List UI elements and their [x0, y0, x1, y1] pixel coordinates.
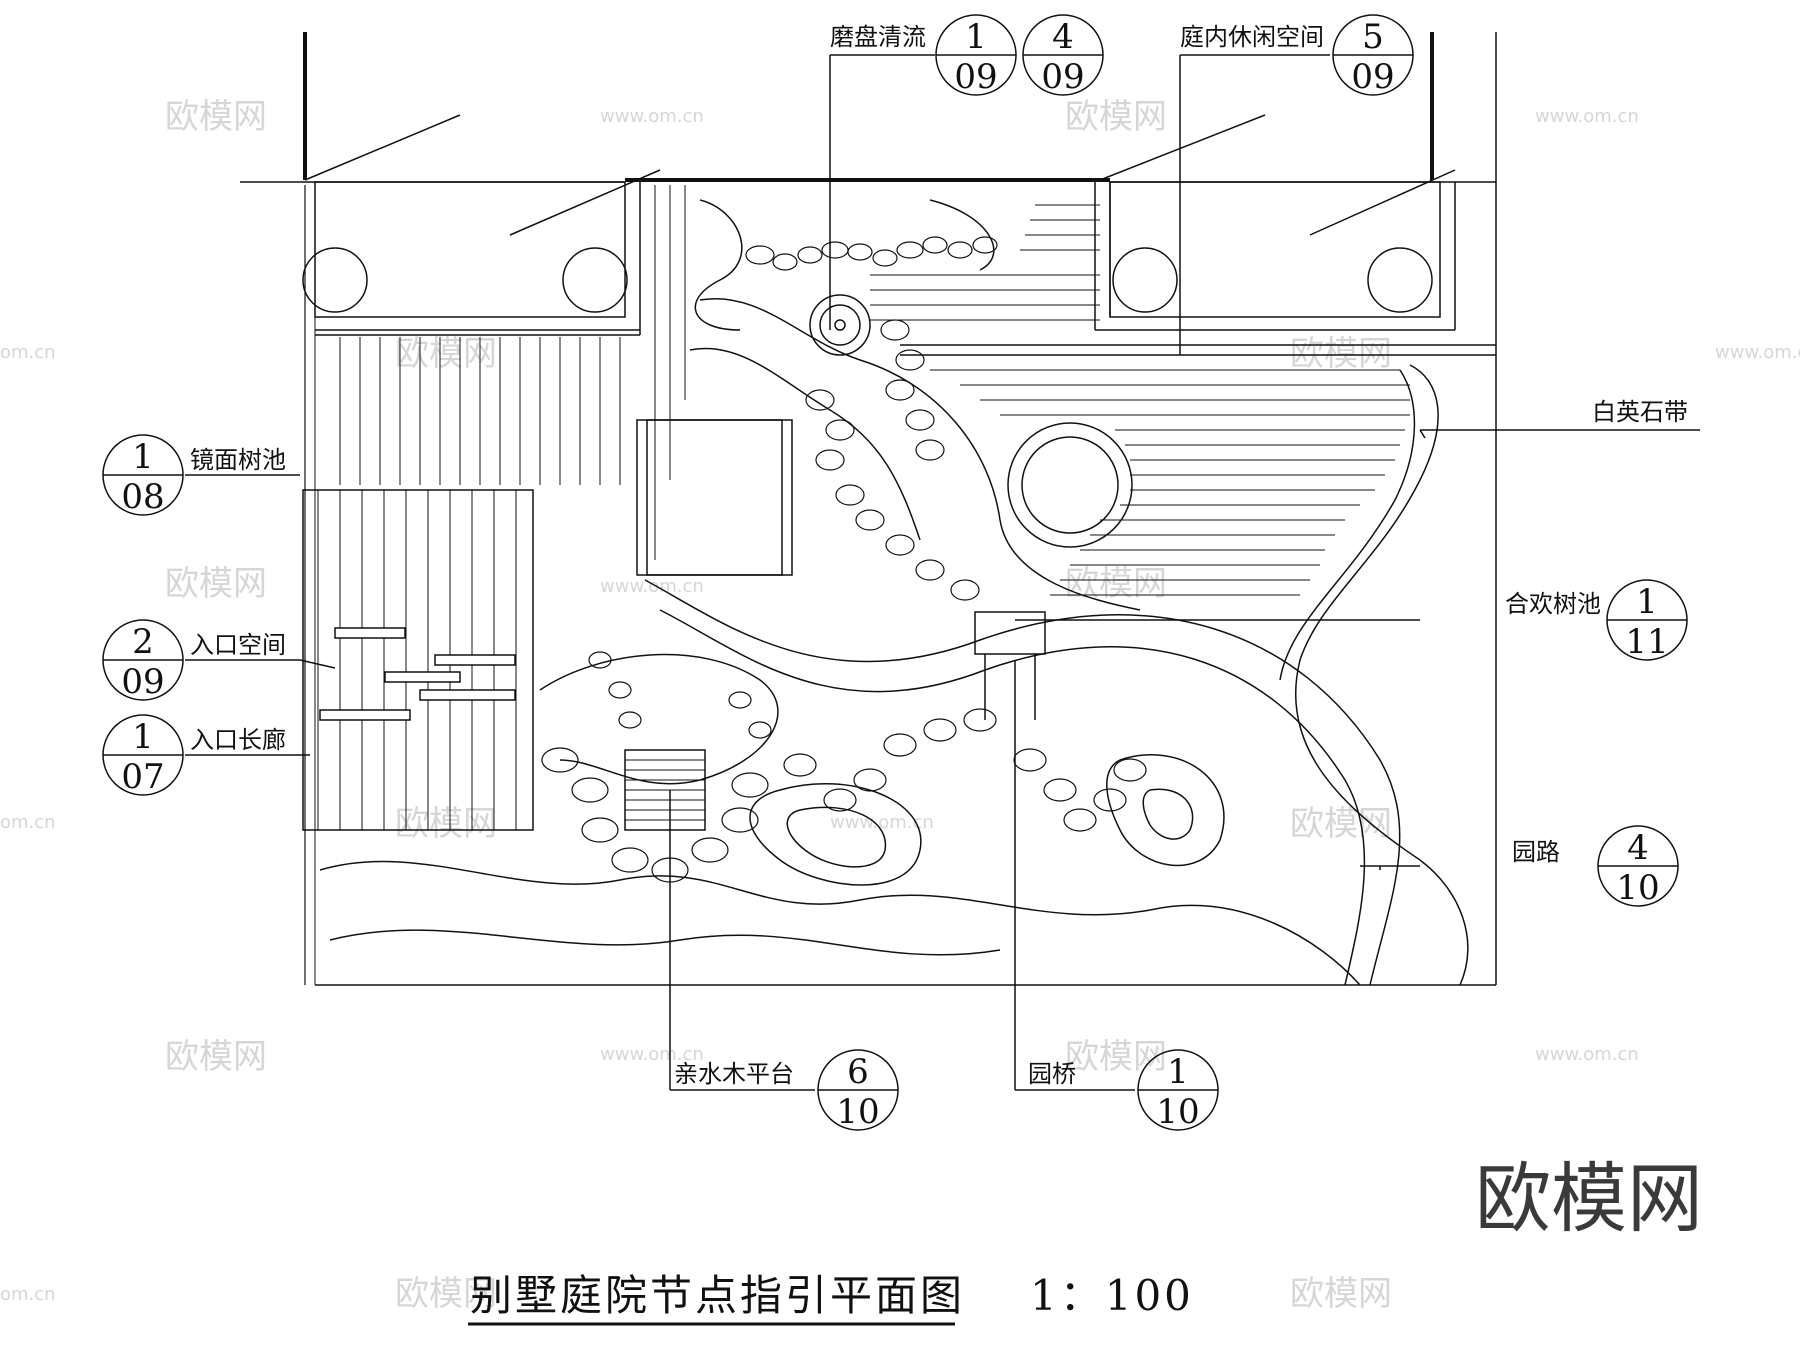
callout-label: 白英石带 — [1592, 398, 1688, 426]
callout-sheet: 09 — [954, 57, 997, 97]
watermark-logo-large: 欧模网 — [1475, 1154, 1703, 1243]
callout-garden-path: 园路 4 10 — [1512, 825, 1679, 908]
watermark-url: www.om.cn — [830, 812, 934, 833]
callout-number: 1 — [1636, 582, 1658, 622]
watermark-url: om.cn — [0, 342, 56, 363]
callout-sheet: 09 — [1351, 57, 1394, 97]
watermark-logo: 欧模网 — [165, 97, 267, 137]
callout-number: 1 — [132, 437, 154, 477]
callout-entrance-space: 2 09 入口空间 — [102, 619, 286, 702]
callout-number: 1 — [965, 17, 987, 57]
watermark-logo: 欧模网 — [395, 1274, 497, 1314]
callout-leisure-space: 庭内休闲空间 5 09 — [1180, 14, 1414, 97]
callout-label: 园桥 — [1028, 1060, 1076, 1088]
callout-number: 4 — [1052, 17, 1074, 57]
callout-entrance-corridor: 1 07 入口长廊 — [102, 714, 286, 797]
callout-waterside-deck: 亲水木平台 6 10 — [674, 1049, 899, 1132]
watermark-logo: 欧模网 — [1065, 1037, 1167, 1077]
callout-number: 6 — [847, 1052, 869, 1092]
watermark-layer: 欧模网 www.om.cn 欧模网 www.om.cn om.cn 欧模网 欧模… — [0, 97, 1800, 1314]
watermark-url: www.om.cn — [1535, 106, 1639, 127]
callout-sheet: 07 — [121, 757, 164, 797]
callout-mirror-tree-pool: 1 08 镜面树池 — [102, 434, 286, 517]
callout-label: 入口空间 — [190, 631, 286, 659]
watermark-logo: 欧模网 — [1065, 564, 1167, 604]
watermark-logo: 欧模网 — [395, 334, 497, 374]
watermark-logo: 欧模网 — [395, 804, 497, 844]
watermark-url: om.cn — [0, 812, 56, 833]
callout-sheet: 09 — [121, 662, 164, 702]
watermark-logo: 欧模网 — [1290, 804, 1392, 844]
callout-label: 庭内休闲空间 — [1180, 23, 1324, 51]
callout-sheet: 09 — [1041, 57, 1084, 97]
watermark-url: om.cn — [0, 1284, 56, 1305]
callout-label: 合欢树池 — [1505, 590, 1601, 618]
callout-white-stone-band: 白英石带 — [1592, 398, 1688, 426]
watermark-url: www.om.cn — [600, 1044, 704, 1065]
drawing-title: 别墅庭院节点指引平面图 — [470, 1271, 965, 1320]
leader-lines — [185, 54, 1700, 1091]
watermark-url: www.om.cn — [1535, 1044, 1639, 1065]
drawing-title-block: 别墅庭院节点指引平面图 1：100 — [468, 1271, 1194, 1326]
callout-sheet: 11 — [1625, 622, 1668, 662]
callout-number: 5 — [1362, 17, 1384, 57]
callout-label: 亲水木平台 — [674, 1060, 794, 1088]
watermark-logo: 欧模网 — [165, 1037, 267, 1077]
callout-sheet: 10 — [836, 1092, 879, 1132]
callout-label: 磨盘清流 — [830, 23, 926, 51]
callout-number: 1 — [1167, 1052, 1189, 1092]
watermark-url: www.om.cn — [600, 576, 704, 597]
watermark-logo: 欧模网 — [1290, 1274, 1392, 1314]
watermark-logo: 欧模网 — [1065, 97, 1167, 137]
callout-sheet: 10 — [1616, 868, 1659, 908]
watermark-url: www.om.cn — [600, 106, 704, 127]
callout-garden-bridge: 园桥 1 10 — [1028, 1049, 1219, 1132]
callout-label: 园路 — [1512, 838, 1560, 866]
callout-label: 镜面树池 — [190, 446, 286, 474]
site-outline — [240, 32, 1497, 986]
callout-number: 1 — [132, 717, 154, 757]
callout-acacia-tree-pool: 合欢树池 1 11 — [1505, 579, 1688, 662]
callout-number: 2 — [132, 622, 154, 662]
callout-sheet: 08 — [121, 477, 164, 517]
callout-sheet: 10 — [1156, 1092, 1199, 1132]
callout-label: 入口长廊 — [190, 726, 286, 754]
callout-4-09: 4 09 — [1022, 14, 1104, 97]
watermark-url: www.om.cn — [1715, 342, 1800, 363]
watermark-logo: 欧模网 — [1290, 334, 1392, 374]
callout-mopan-qingliu: 磨盘清流 1 09 — [830, 14, 1017, 97]
drawing-scale: 1：100 — [1030, 1271, 1194, 1320]
callout-number: 4 — [1627, 828, 1649, 868]
watermark-logo: 欧模网 — [165, 564, 267, 604]
